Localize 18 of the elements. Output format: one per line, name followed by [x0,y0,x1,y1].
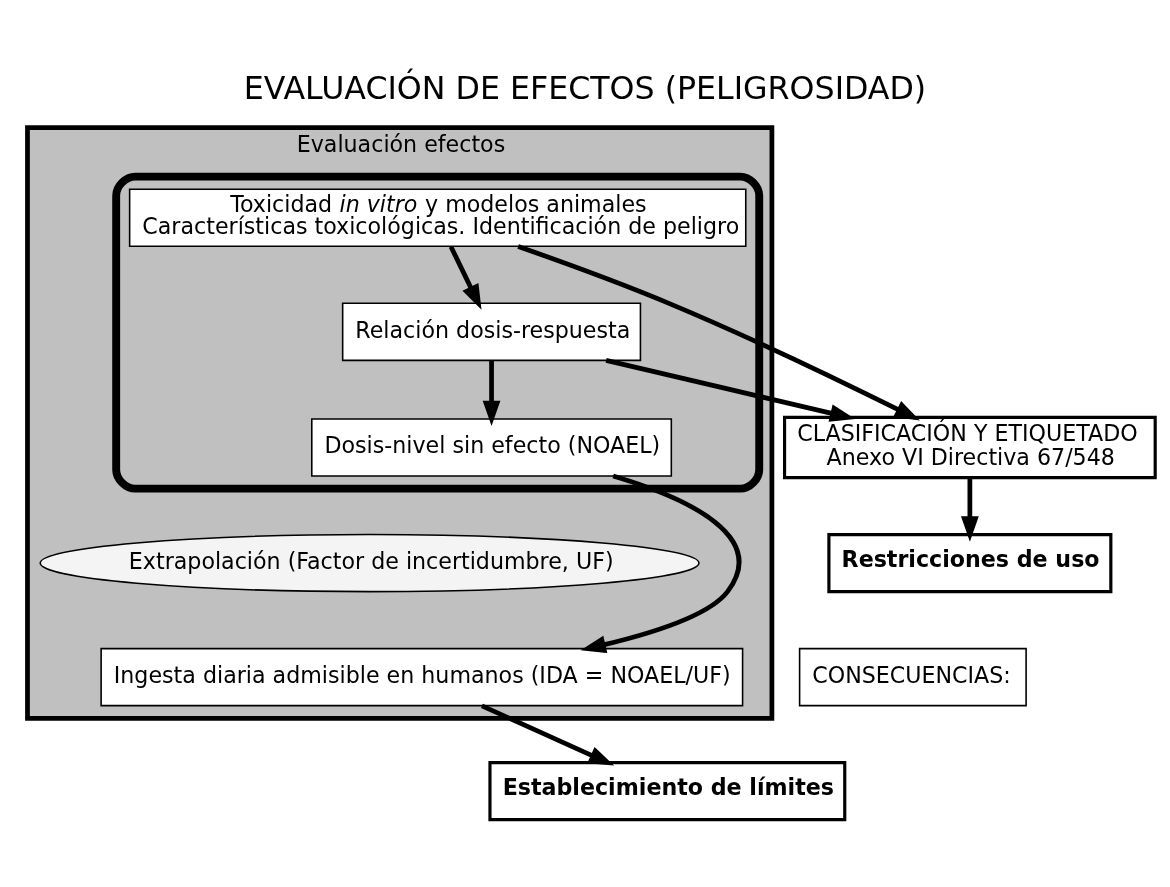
node-box: Establecimiento de límites [488,761,847,822]
node-box: Ingesta diaria admisible en humanos (IDA = NOAEL/UF) [100,647,744,707]
node-ellipse: Extrapolación (Factor de incertidumbre, UF) [39,533,700,593]
node-box: Restricciones de uso [827,533,1113,594]
arrow [605,358,856,422]
node-box: CONSECUENCIAS: [798,647,1027,707]
arrow [480,703,615,766]
node-box: CLASIFICACIÓN Y ETIQUETADO Anexo VI Directiva 67/548 [783,415,1157,480]
arrow [961,478,979,542]
node-box: Dosis-nivel sin efecto (NOAEL) [311,418,673,477]
node-box: Relación dosis-respuesta [341,302,642,362]
cluster [112,172,764,493]
arrow [517,244,920,421]
arrow [580,473,742,654]
diagram-title: EVALUACIÓN DE EFECTOS (PELIGROSIDAD) [243,70,927,107]
node-box: Toxicidad in vitro y modelos animales Características toxicológicas. Identificación de peligro [128,188,747,248]
arrow [482,360,501,427]
arrow [448,245,482,310]
